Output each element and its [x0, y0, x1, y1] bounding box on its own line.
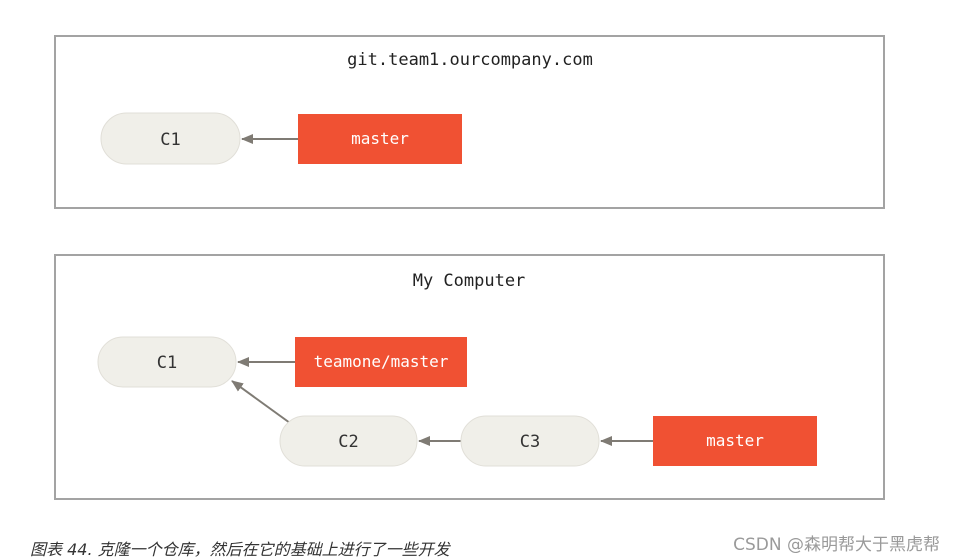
- teamone-master-branch-label: teamone/master: [314, 352, 449, 371]
- local-commit-c1: [97, 336, 237, 388]
- c2-parent-arrow: [231, 380, 291, 424]
- local-commit-c2: [279, 415, 418, 467]
- remote-commit-c1: [100, 112, 241, 165]
- local-commit-c1-label: C1: [157, 353, 177, 373]
- local-commit-c2-label: C2: [338, 432, 358, 452]
- local-computer-box: My Computer C1 teamone/master C2 C3 mast…: [54, 254, 885, 500]
- remote-master-branch: [298, 114, 462, 164]
- teamone-master-branch: [295, 337, 467, 387]
- local-master-branch: [653, 416, 817, 466]
- figure-caption: 图表 44. 克隆一个仓库，然后在它的基础上进行了一些开发: [30, 540, 450, 559]
- git-clone-diagram: git.team1.ourcompany.com C1 master My Co…: [54, 35, 885, 500]
- local-master-branch-label: master: [706, 431, 764, 450]
- local-commit-c3: [460, 415, 600, 467]
- local-box-title: My Computer: [413, 271, 526, 291]
- csdn-watermark: CSDN @森明帮大于黑虎帮: [733, 535, 940, 555]
- local-commit-c3-label: C3: [520, 432, 540, 452]
- remote-commit-c1-label: C1: [160, 130, 180, 150]
- remote-box-title: git.team1.ourcompany.com: [347, 50, 593, 70]
- remote-master-branch-label: master: [351, 129, 409, 148]
- remote-repository-box: git.team1.ourcompany.com C1 master: [54, 35, 885, 209]
